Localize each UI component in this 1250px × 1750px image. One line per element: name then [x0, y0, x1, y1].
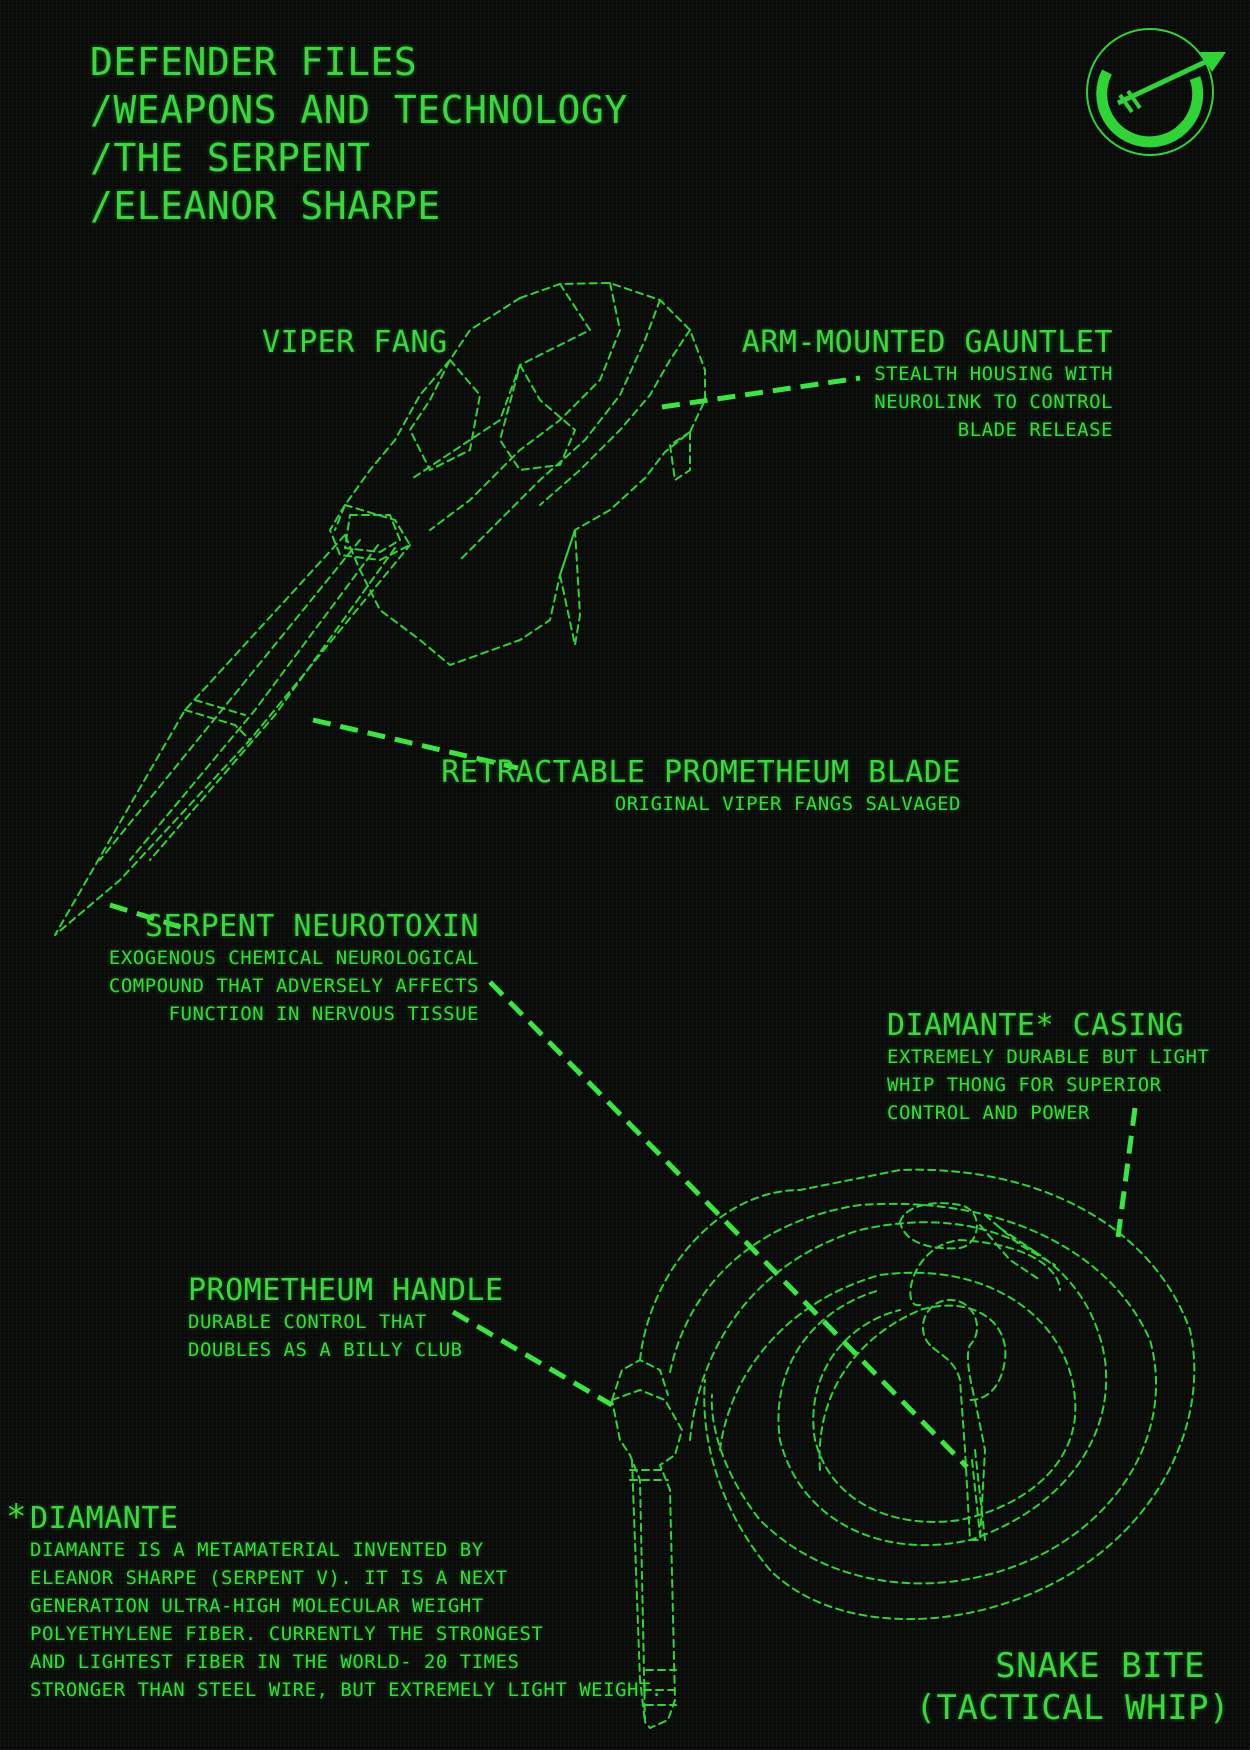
casing-title: DIAMANTE* CASING [887, 1008, 1184, 1043]
diamante-line-5: AND LIGHTEST FIBER IN THE WORLD- 20 TIME… [30, 1651, 520, 1673]
handle-line-2: DOUBLES AS A BILLY CLUB [188, 1339, 463, 1361]
gauntlet-title: ARM-MOUNTED GAUNTLET [741, 325, 1113, 360]
neurotoxin-callout: SERPENT NEUROTOXIN EXOGENOUS CHEMICAL NE… [109, 910, 479, 1028]
casing-line-3: CONTROL AND POWER [887, 1102, 1090, 1124]
header-line-2: /WEAPONS AND TECHNOLOGY [90, 88, 628, 132]
gauntlet-line-3: BLADE RELEASE [957, 419, 1113, 441]
neurotoxin-line-1: EXOGENOUS CHEMICAL NEUROLOGICAL [108, 947, 479, 969]
neurotoxin-title: SERPENT NEUROTOXIN [144, 909, 479, 944]
gauntlet-leader [661, 375, 861, 410]
neurotoxin-line-2: COMPOUND THAT ADVERSELY AFFECTS [108, 975, 479, 997]
snake-bite-subtitle: (TACTICAL WHIP) [915, 1688, 1230, 1728]
footnote-asterisk: * [6, 1497, 27, 1537]
gauntlet-line-1: STEALTH HOUSING WITH [874, 363, 1113, 385]
viper-fang-diagram [54, 282, 706, 936]
viper-fang-title: VIPER FANG [262, 325, 448, 360]
diamante-footnote: DIAMANTE DIAMANTE IS A METAMATERIAL INVE… [30, 1502, 663, 1704]
arrow-target-icon [1086, 28, 1226, 156]
snake-bite-title: SNAKE BITE [995, 1646, 1205, 1686]
casing-line-1: EXTREMELY DURABLE BUT LIGHT [887, 1046, 1210, 1068]
handle-title: PROMETHEUM HANDLE [188, 1273, 504, 1308]
neurotoxin-tip-leader [488, 980, 969, 1469]
gauntlet-callout: ARM-MOUNTED GAUNTLET STEALTH HOUSING WIT… [742, 326, 1113, 444]
callout-leaders [109, 375, 1138, 1469]
handle-callout: PROMETHEUM HANDLE DURABLE CONTROL THAT D… [188, 1274, 504, 1364]
handle-leader [451, 1309, 614, 1408]
header-line-1: DEFENDER FILES [90, 40, 418, 84]
gauntlet-line-2: NEUROLINK TO CONTROL [874, 391, 1113, 413]
header-line-4: /ELEANOR SHARPE [90, 184, 441, 228]
diamante-line-3: GENERATION ULTRA-HIGH MOLECULAR WEIGHT [30, 1595, 484, 1617]
diamante-line-6: STRONGER THAN STEEL WIRE, BUT EXTREMELY … [30, 1679, 663, 1701]
blade-line-1: ORIGINAL VIPER FANGS SALVAGED [614, 793, 961, 815]
file-path-header: DEFENDER FILES /WEAPONS AND TECHNOLOGY /… [90, 38, 628, 230]
neurotoxin-leader [109, 902, 191, 933]
snake-bite-whip-diagram [611, 1168, 1196, 1729]
casing-callout: DIAMANTE* CASING EXTREMELY DURABLE BUT L… [887, 1009, 1209, 1127]
diamante-line-1: DIAMANTE IS A METAMATERIAL INVENTED BY [30, 1539, 484, 1561]
casing-line-2: WHIP THONG FOR SUPERIOR [887, 1074, 1162, 1096]
blade-callout: RETRACTABLE PROMETHEUM BLADE ORIGINAL VI… [441, 756, 961, 818]
diamante-line-2: ELEANOR SHARPE (SERPENT V). IT IS A NEXT [30, 1567, 508, 1589]
handle-line-1: DURABLE CONTROL THAT [188, 1311, 427, 1333]
neurotoxin-line-3: FUNCTION IN NERVOUS TISSUE [168, 1003, 479, 1025]
diamante-title: DIAMANTE [30, 1501, 179, 1536]
header-line-3: /THE SERPENT [90, 136, 371, 180]
diamante-line-4: POLYETHYLENE FIBER. CURRENTLY THE STRONG… [30, 1623, 544, 1645]
blade-leader [312, 717, 519, 771]
casing-leader [1114, 1107, 1138, 1246]
snake-bite-label: SNAKE BITE (TACTICAL WHIP) [915, 1645, 1230, 1729]
blade-title: RETRACTABLE PROMETHEUM BLADE [441, 755, 961, 790]
